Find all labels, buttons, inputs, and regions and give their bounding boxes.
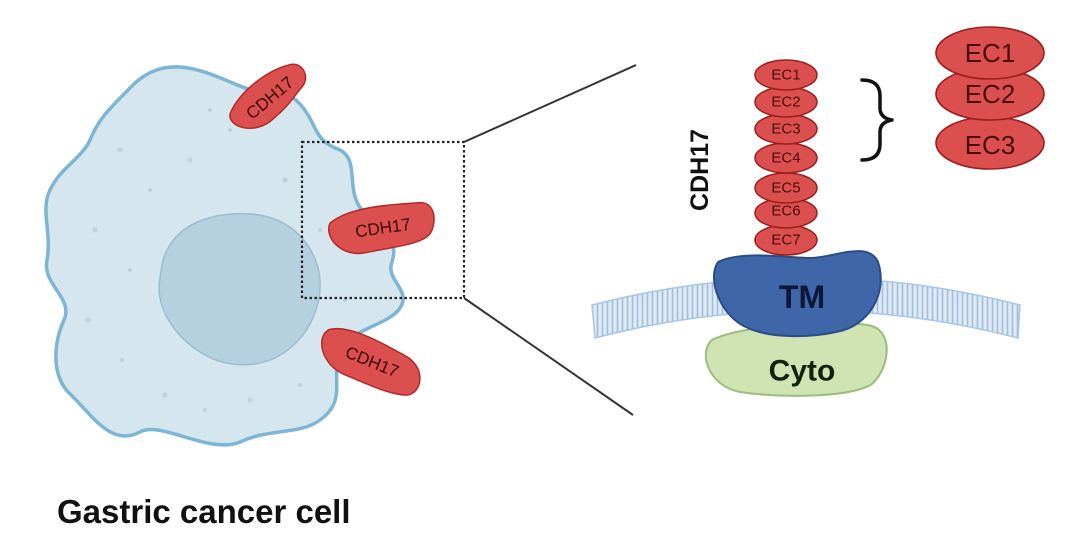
zoom-box: [300, 140, 466, 300]
tm-label: TM: [779, 279, 825, 315]
ec3-label: EC3: [771, 121, 800, 138]
cdh17-vertical-label: CDH17: [686, 129, 714, 211]
cytoplasm-speckles: [85, 108, 347, 412]
zoom-line-bottom: [463, 297, 634, 416]
ec4-label: EC4: [771, 150, 800, 167]
ec5-domain: EC5: [754, 172, 818, 204]
figure-caption: Gastric cancer cell: [57, 493, 351, 530]
enlarged-ec1-label: EC1: [965, 38, 1016, 68]
ec7-label: EC7: [771, 232, 800, 249]
ec2-domain: EC2: [754, 86, 818, 118]
ec7-domain: EC7: [754, 224, 818, 256]
cyto-label: Cyto: [769, 355, 836, 388]
enlarged-ec2: EC2: [935, 67, 1045, 121]
ec-domain-stack: EC7 EC6 EC5 EC4 EC3 EC2 EC1: [754, 59, 818, 256]
zoom-line-top: [463, 64, 637, 143]
enlarged-ec3: EC3: [935, 116, 1045, 170]
cell-receptor-3: CDH17: [321, 327, 421, 396]
ec4-domain: EC4: [754, 142, 818, 174]
curly-brace: [860, 78, 894, 162]
enlarged-ec2-label: EC2: [965, 79, 1016, 109]
transmembrane-domain: TM: [713, 250, 882, 338]
ec6-domain: EC6: [754, 197, 818, 229]
ec6-label: EC6: [771, 203, 800, 220]
ec3-domain: EC3: [754, 113, 818, 145]
ec1-label: EC1: [771, 67, 800, 84]
cell-receptor-2: CDH17: [327, 201, 435, 255]
gastric-cancer-cell: [44, 65, 405, 447]
enlarged-ec3-label: EC3: [965, 130, 1016, 160]
ec2-label: EC2: [771, 94, 800, 111]
enlarged-ec1: EC1: [935, 26, 1045, 80]
enlarged-ec-domains: EC3 EC2 EC1: [935, 26, 1045, 170]
ec1-domain: EC1: [754, 59, 818, 91]
ec5-label: EC5: [771, 180, 800, 197]
cytoplasmic-domain: Cyto: [704, 321, 888, 397]
nucleus: [158, 212, 321, 366]
